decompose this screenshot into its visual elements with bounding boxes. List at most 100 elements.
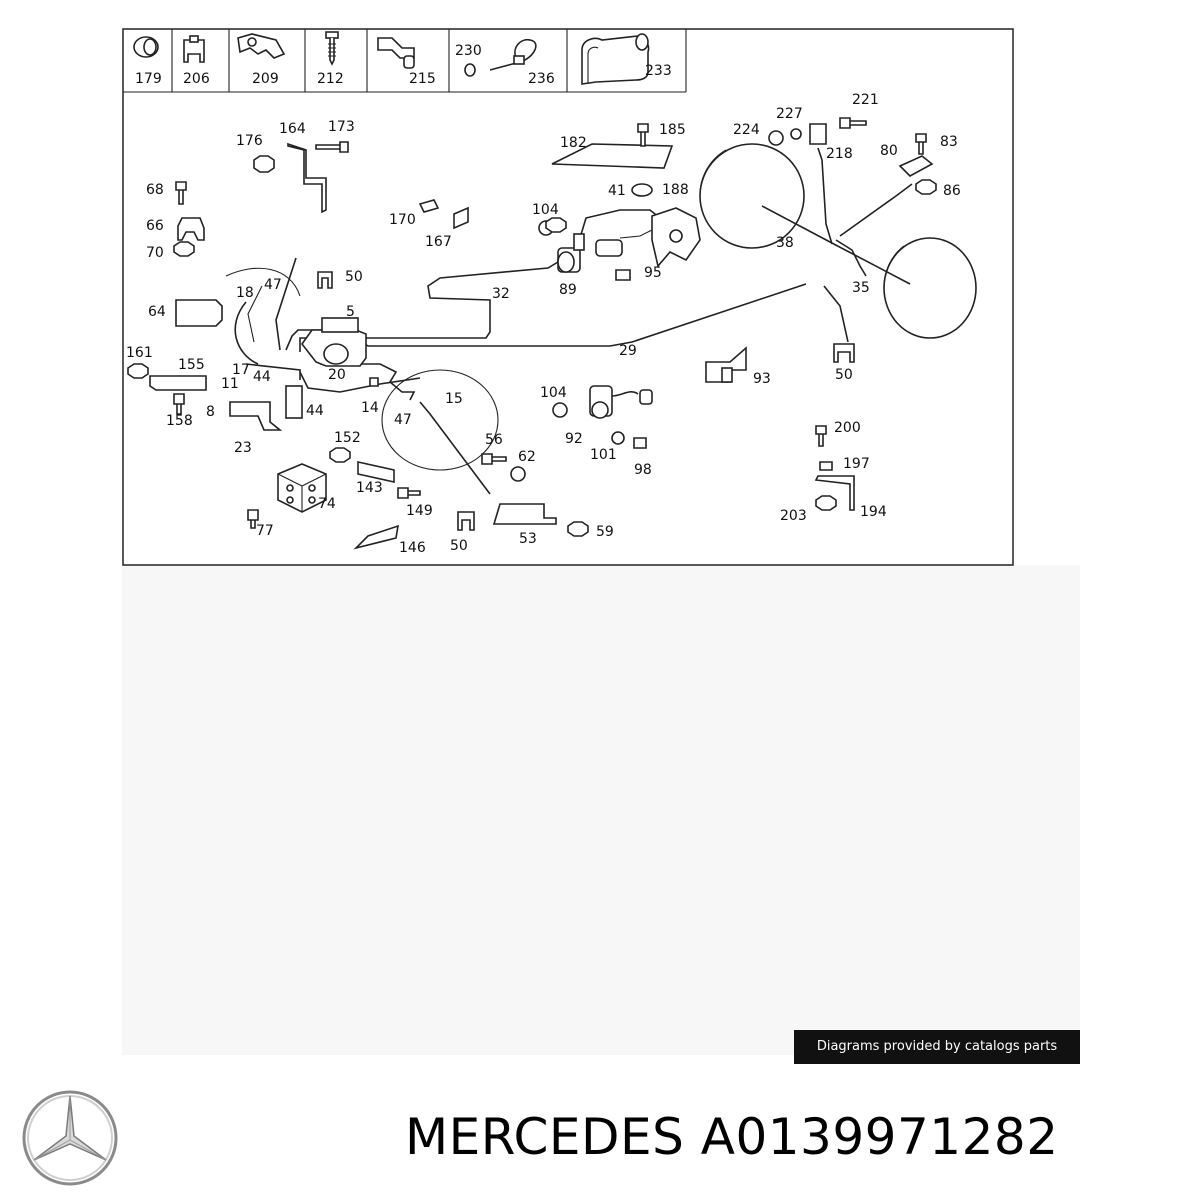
callout-32: 32 bbox=[492, 286, 510, 302]
callout-152: 152 bbox=[334, 430, 361, 446]
callout-92: 92 bbox=[565, 431, 583, 447]
callout-218: 218 bbox=[826, 146, 853, 162]
callout-203: 203 bbox=[780, 508, 807, 524]
clip-50-right bbox=[833, 343, 855, 363]
edge-trim-233-icon bbox=[581, 33, 650, 85]
bracket-80 bbox=[898, 155, 934, 177]
rear-brake-drum-left bbox=[699, 143, 805, 249]
double-clip-209-icon bbox=[237, 33, 286, 59]
callout-50-bottom: 50 bbox=[450, 538, 468, 554]
callout-104-top: 104 bbox=[532, 202, 559, 218]
header-label-212: 212 bbox=[317, 71, 344, 87]
callout-89: 89 bbox=[559, 282, 577, 298]
callout-59: 59 bbox=[596, 524, 614, 540]
callout-8: 8 bbox=[206, 404, 215, 420]
bracket-146 bbox=[353, 524, 400, 550]
header-label-206: 206 bbox=[183, 71, 210, 87]
brake-regulator-41 bbox=[651, 207, 701, 268]
callout-98: 98 bbox=[634, 462, 652, 478]
callout-66: 66 bbox=[146, 218, 164, 234]
brake-master-cylinder bbox=[301, 317, 367, 367]
callout-5: 5 bbox=[346, 304, 355, 320]
screw-212-icon bbox=[325, 31, 339, 66]
bracket-167 bbox=[453, 206, 469, 230]
hose-fitting-92 bbox=[552, 385, 653, 449]
callout-86: 86 bbox=[943, 183, 961, 199]
callout-176: 176 bbox=[236, 133, 263, 149]
sensor-93 bbox=[705, 346, 747, 383]
callout-53: 53 bbox=[519, 531, 537, 547]
header-label-215: 215 bbox=[409, 71, 436, 87]
bracket-143 bbox=[357, 461, 395, 483]
distribution-block-74 bbox=[277, 463, 327, 513]
callout-188: 188 bbox=[662, 182, 689, 198]
callout-14: 14 bbox=[361, 400, 379, 416]
bracket-182 bbox=[551, 143, 674, 169]
clip-170 bbox=[418, 199, 440, 213]
washer-230-icon bbox=[464, 63, 476, 77]
callout-200: 200 bbox=[834, 420, 861, 436]
bracket-164 bbox=[287, 142, 327, 214]
diagram-credit-banner: Diagrams provided by catalogs parts bbox=[794, 1030, 1080, 1064]
callout-173: 173 bbox=[328, 119, 355, 135]
header-label-233: 233 bbox=[645, 63, 672, 79]
callout-15: 15 bbox=[445, 391, 463, 407]
bracket-155 bbox=[149, 375, 207, 391]
callout-44-right: 44 bbox=[306, 403, 324, 419]
clip-66 bbox=[177, 217, 205, 241]
clip-50-top bbox=[317, 271, 333, 289]
callout-197: 197 bbox=[843, 456, 870, 472]
header-label-236: 236 bbox=[528, 71, 555, 87]
cable-tie-236-icon bbox=[489, 38, 537, 71]
header-parts-strip: 179 206 209 212 215 230 236 233 bbox=[123, 29, 687, 93]
callout-70: 70 bbox=[146, 245, 164, 261]
callout-50-right: 50 bbox=[835, 367, 853, 383]
clip-50-bottom bbox=[457, 511, 475, 531]
clip-206-icon bbox=[183, 35, 205, 63]
brand-name: MERCEDES bbox=[405, 1108, 685, 1166]
mercedes-star-icon bbox=[22, 1090, 118, 1186]
brake-hose-64 bbox=[175, 299, 223, 327]
t-piece-89 bbox=[557, 233, 585, 273]
callout-170: 170 bbox=[389, 212, 416, 228]
callout-50-top: 50 bbox=[345, 269, 363, 285]
diagram-shadow-panel bbox=[122, 565, 1080, 1055]
grommet-179-icon bbox=[133, 36, 159, 58]
callout-143: 143 bbox=[356, 480, 383, 496]
diagram-frame bbox=[122, 28, 1014, 566]
callout-47-bottom: 47 bbox=[394, 412, 412, 428]
callout-224: 224 bbox=[733, 122, 760, 138]
header-label-209: 209 bbox=[252, 71, 279, 87]
callout-227: 227 bbox=[776, 106, 803, 122]
callout-56: 56 bbox=[485, 432, 503, 448]
callout-155: 155 bbox=[178, 357, 205, 373]
callout-83: 83 bbox=[940, 134, 958, 150]
header-label-179: 179 bbox=[135, 71, 162, 87]
callout-41: 41 bbox=[608, 183, 626, 199]
bracket-194 bbox=[814, 475, 855, 511]
callout-101: 101 bbox=[590, 447, 617, 463]
callout-38: 38 bbox=[776, 235, 794, 251]
callout-95: 95 bbox=[644, 265, 662, 281]
callout-194: 194 bbox=[860, 504, 887, 520]
callout-labels: 176 164 173 68 66 70 170 167 182 185 41 … bbox=[126, 92, 961, 556]
callout-93: 93 bbox=[753, 371, 771, 387]
callout-62: 62 bbox=[518, 449, 536, 465]
callout-17: 17 bbox=[232, 362, 250, 378]
bracket-53 bbox=[492, 503, 557, 525]
callout-23: 23 bbox=[234, 440, 252, 456]
callout-35: 35 bbox=[852, 280, 870, 296]
callout-11: 11 bbox=[221, 376, 239, 392]
front-brake-drum bbox=[381, 369, 499, 471]
callout-29: 29 bbox=[619, 343, 637, 359]
callout-161: 161 bbox=[126, 345, 153, 361]
header-label-230: 230 bbox=[455, 43, 482, 59]
callout-185: 185 bbox=[659, 122, 686, 138]
brake-line-drawing bbox=[127, 117, 977, 550]
rear-brake-drum-right bbox=[883, 237, 977, 339]
part-number: A0139971282 bbox=[700, 1108, 1059, 1166]
callout-47-top: 47 bbox=[264, 277, 282, 293]
callout-149: 149 bbox=[406, 503, 433, 519]
part-title: MERCEDES A0139971282 bbox=[405, 1108, 1195, 1178]
